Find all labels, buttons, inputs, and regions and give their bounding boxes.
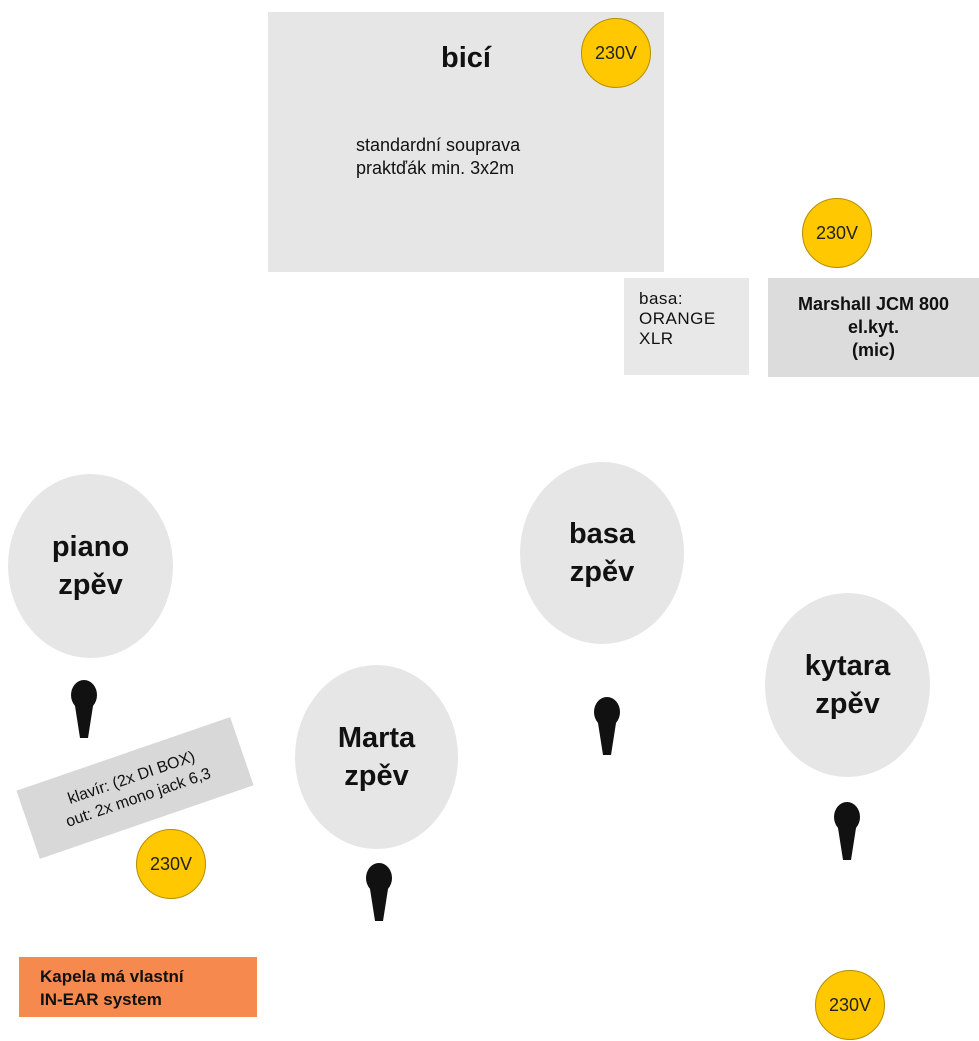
guitar-amp: Marshall JCM 800 el.kyt. (mic): [768, 278, 979, 377]
guitar-amp-label: Marshall JCM 800 el.kyt. (mic): [797, 294, 950, 360]
musician-bass: basa zpěv: [520, 462, 684, 644]
bass-amp: basa: ORANGE XLR: [624, 278, 749, 375]
musician-marta: Marta zpěv: [295, 665, 458, 849]
musician-guitar: kytara zpěv: [765, 593, 930, 777]
power-outlet-icon: 230V: [815, 970, 885, 1040]
microphone-icon: [594, 697, 620, 755]
bass-amp-label: basa: ORANGE XLR: [639, 289, 716, 348]
power-outlet-icon: 230V: [581, 18, 651, 88]
in-ear-note: Kapela má vlastní IN-EAR system: [19, 957, 257, 1017]
power-outlet-icon: 230V: [136, 829, 206, 899]
musician-piano: piano zpěv: [8, 474, 173, 658]
microphone-icon: [366, 863, 392, 921]
microphone-icon: [71, 680, 97, 738]
power-outlet-icon: 230V: [802, 198, 872, 268]
microphone-icon: [834, 802, 860, 860]
keyboard-di-box: klavír: (2x DI BOX) out: 2x mono jack 6,…: [16, 717, 254, 859]
drums-title: bicí: [441, 42, 491, 74]
drums-description: standardní souprava praktďák min. 3x2m: [356, 135, 521, 178]
